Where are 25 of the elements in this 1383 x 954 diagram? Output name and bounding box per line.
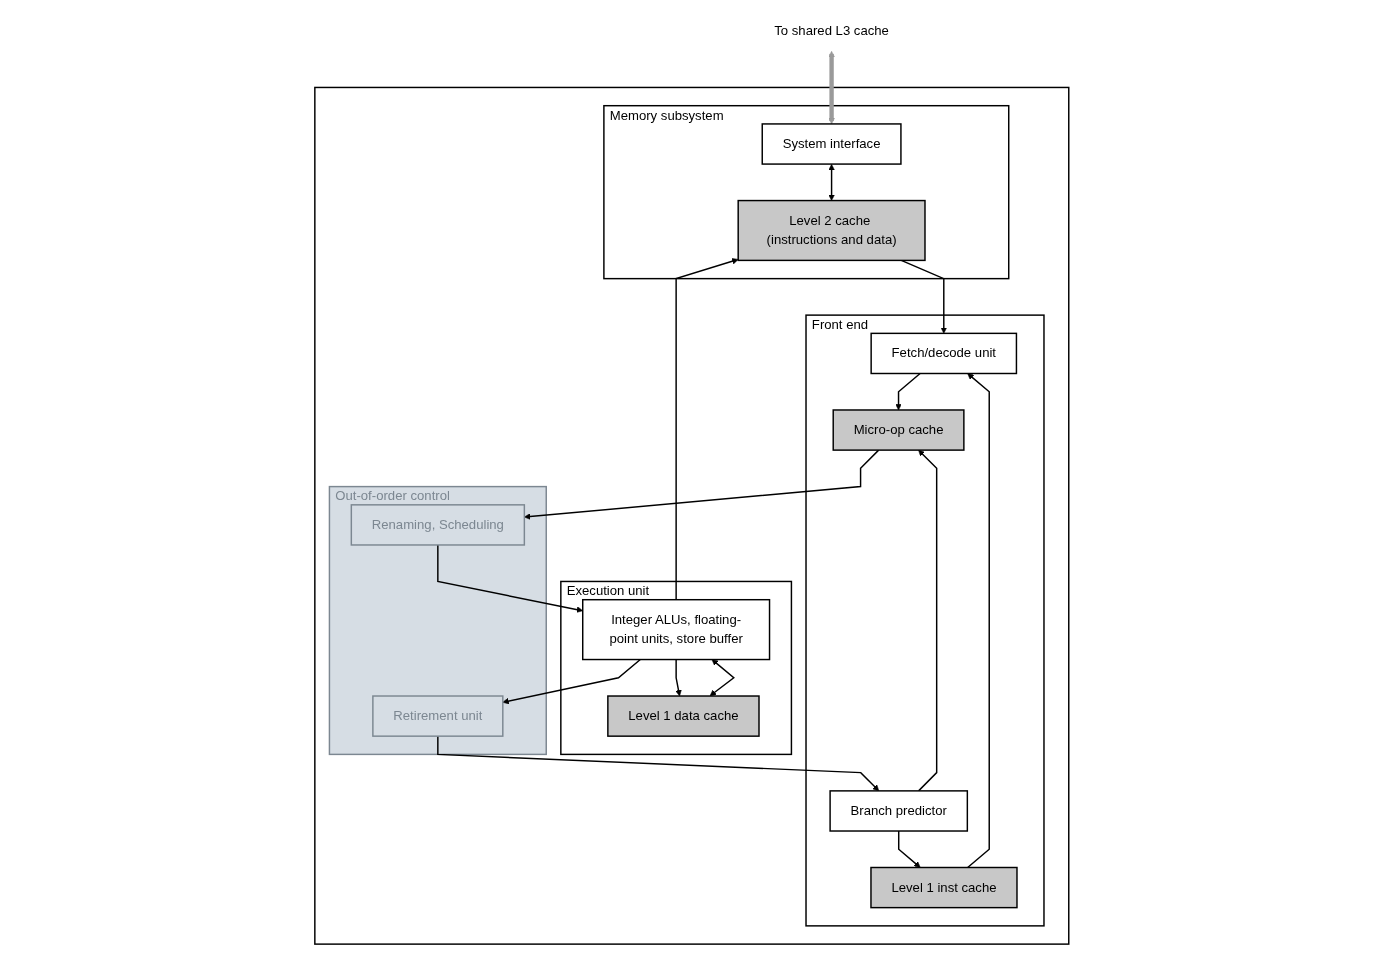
arrow <box>966 372 990 868</box>
node-box: Branch predictor <box>829 789 968 832</box>
node-box: Level 1 inst cache <box>869 866 1018 908</box>
arrow <box>436 734 879 791</box>
arrow <box>502 658 641 704</box>
node-box: Retirement unit <box>371 694 504 737</box>
cluster <box>313 86 1070 945</box>
arrow <box>436 543 583 613</box>
node-box: Micro-op cache <box>832 408 965 451</box>
arrow <box>895 372 921 410</box>
node-box: Fetch/decode unit <box>870 332 1017 374</box>
node-box: Integer ALUs, floating-point units, store buffer <box>581 598 770 660</box>
arrow <box>917 449 938 792</box>
node-text: To shared L3 cache <box>773 22 889 38</box>
arrow <box>675 658 682 696</box>
arrow <box>828 50 835 124</box>
arrow <box>897 829 921 868</box>
node-box: Renaming, Scheduling <box>350 503 525 546</box>
arrow <box>675 257 739 600</box>
node-box: Level 2 cache (instructions and data) <box>737 199 926 261</box>
node-box: Level 1 data cache <box>606 694 760 737</box>
arrow <box>900 259 947 334</box>
arrow <box>709 658 735 696</box>
node-box: System interface <box>761 122 902 165</box>
arrow <box>828 163 835 201</box>
